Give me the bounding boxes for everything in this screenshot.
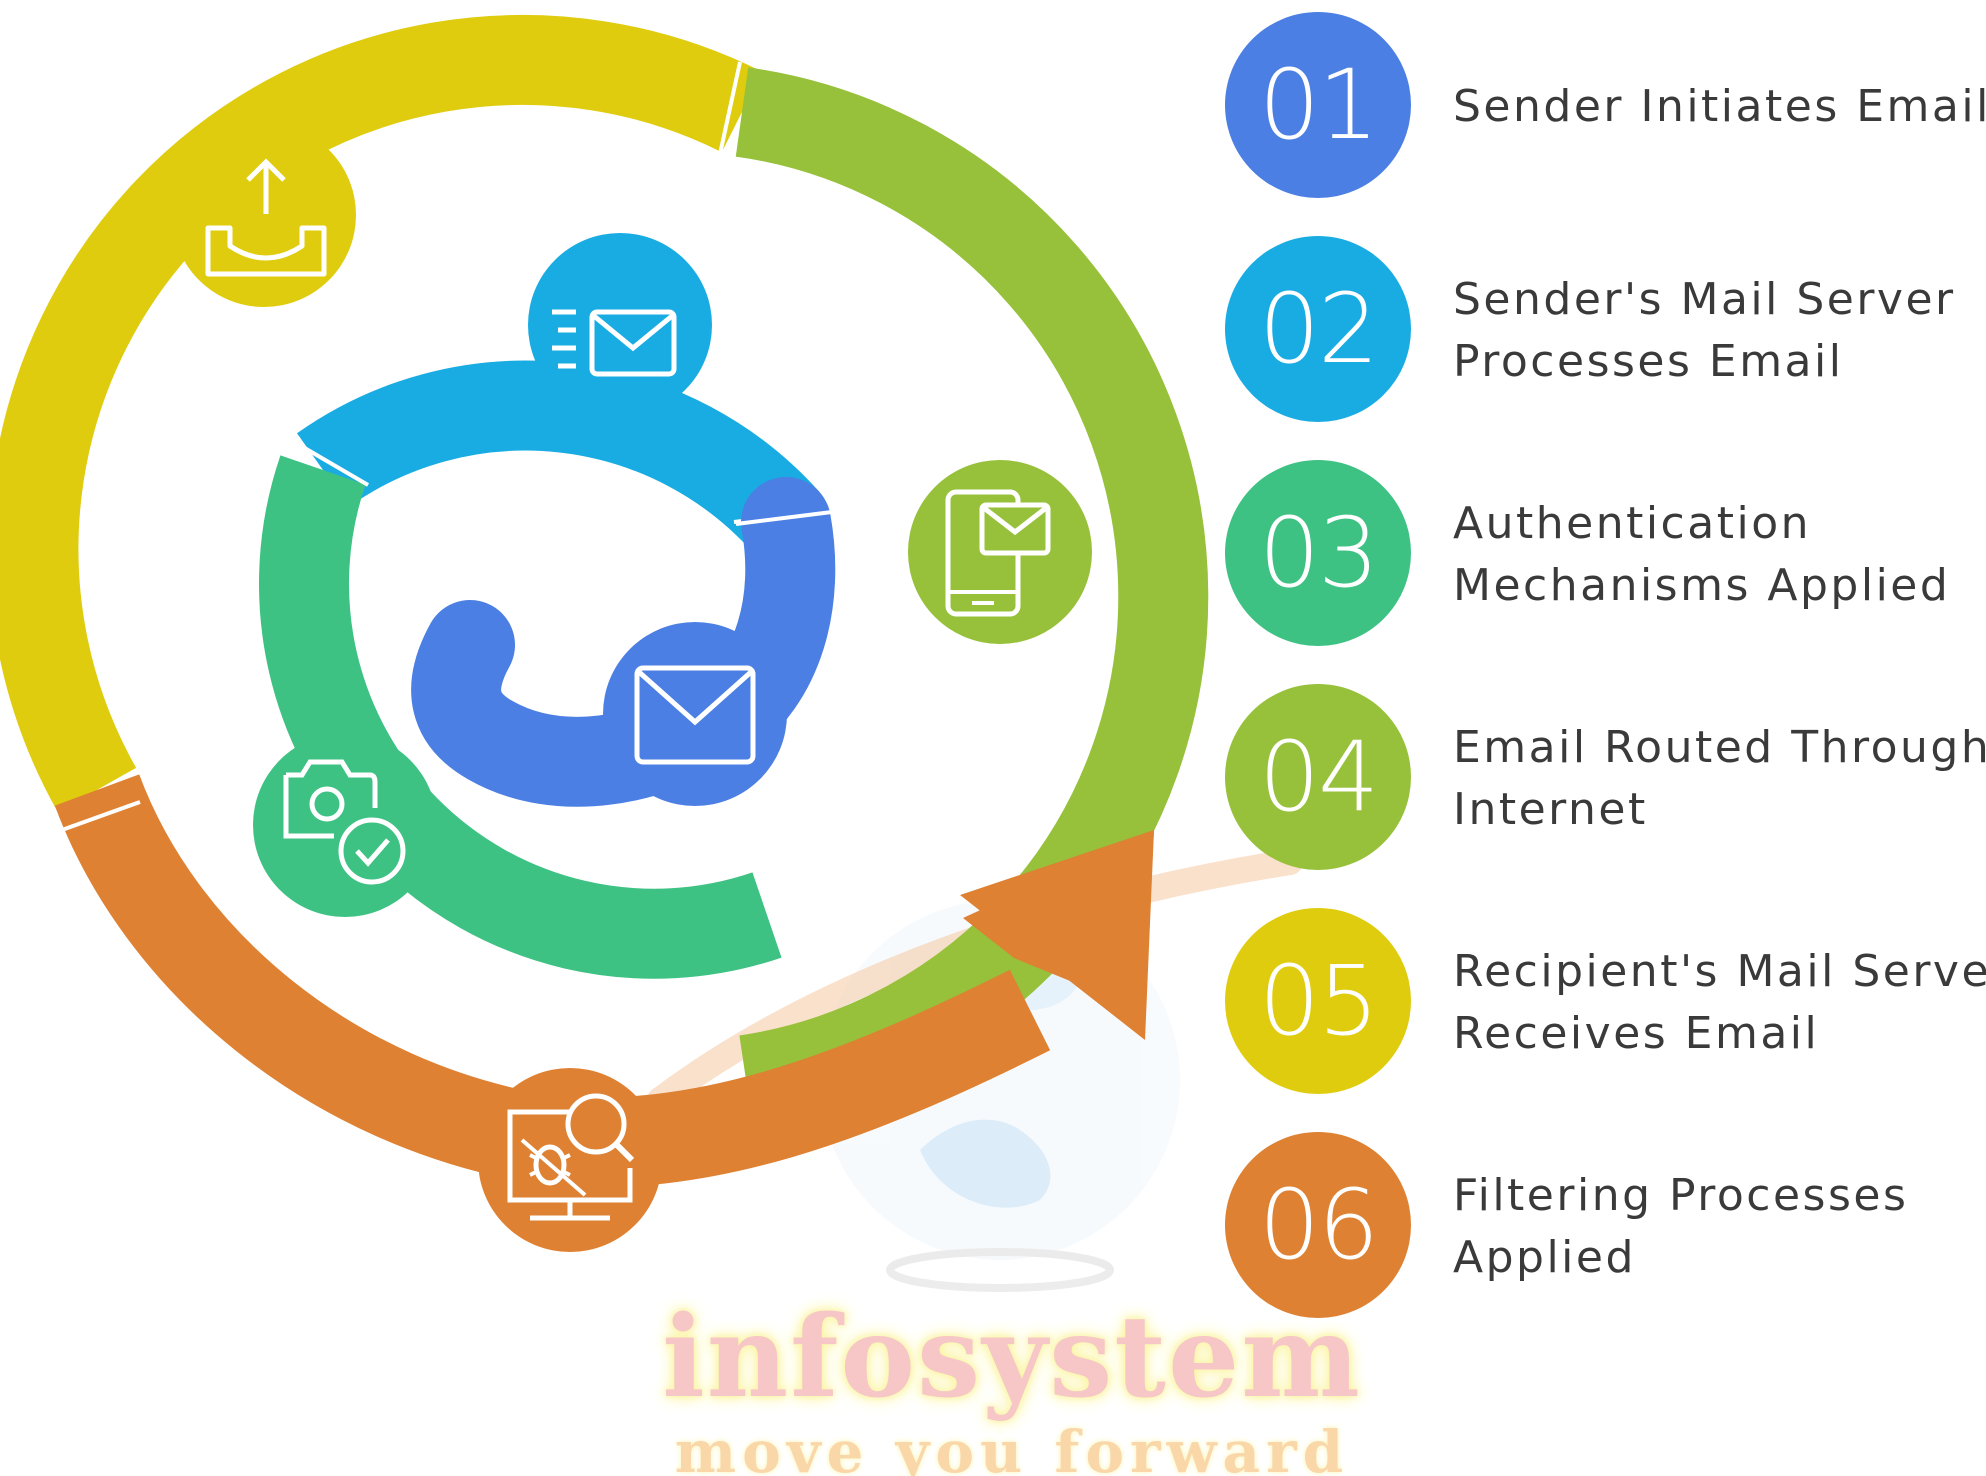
ring-separator [708, 61, 742, 201]
step-04-line-1: Email Routed Through [1453, 722, 1986, 773]
step-06: 06 Filtering Processes Applied [1225, 1132, 1965, 1322]
step-03-line-2: Mechanisms Applied [1453, 560, 1951, 611]
step-04-label: Email Routed Through Internet [1453, 717, 1986, 841]
step-05-number: 05 [1258, 945, 1379, 1057]
step-02-number: 02 [1258, 273, 1379, 385]
ring-separator [735, 510, 833, 526]
step-05-badge: 05 [1225, 908, 1411, 1094]
watermark-title: infosystem [662, 1292, 1362, 1423]
step-03-badge: 03 [1225, 460, 1411, 646]
step-03-line-1: Authentication [1453, 498, 1811, 549]
step-04-number: 04 [1258, 721, 1379, 833]
step-06-badge: 06 [1225, 1132, 1411, 1318]
step-02-line-1: Sender's Mail Server [1453, 274, 1956, 325]
orange-arrow-tip [960, 830, 1154, 1040]
step-05: 05 Recipient's Mail Server Receives Emai… [1225, 908, 1986, 1098]
step-02-line-2: Processes Email [1453, 336, 1844, 387]
fast-mail-icon [528, 233, 712, 417]
step-05-line-2: Receives Email [1453, 1008, 1820, 1059]
step-02-badge: 02 [1225, 236, 1411, 422]
step-01: 01 Sender Initiates Email [1225, 12, 1986, 202]
camera-check-icon [253, 733, 437, 917]
step-04-badge: 04 [1225, 684, 1411, 870]
step-01-label: Sender Initiates Email [1453, 76, 1986, 138]
step-02: 02 Sender's Mail Server Processes Email [1225, 236, 1965, 426]
step-06-line-2: Applied [1453, 1232, 1636, 1283]
step-02-label: Sender's Mail Server Processes Email [1453, 269, 1973, 393]
step-03-number: 03 [1258, 497, 1379, 609]
watermark-subtitle: move you forward [674, 1418, 1350, 1476]
mobile-mail-icon [908, 460, 1092, 644]
step-05-line-1: Recipient's Mail Server [1453, 946, 1986, 997]
step-06-label: Filtering Processes Applied [1453, 1165, 1973, 1289]
step-03: 03 Authentication Mechanisms Applied [1225, 460, 1965, 650]
step-06-line-1: Filtering Processes [1453, 1170, 1909, 1221]
step-03-label: Authentication Mechanisms Applied [1453, 493, 1973, 617]
step-06-number: 06 [1258, 1169, 1379, 1281]
step-05-label: Recipient's Mail Server Receives Email [1453, 941, 1986, 1065]
envelope-icon [603, 622, 787, 806]
step-01-number: 01 [1258, 49, 1379, 161]
outbox-upload-icon [172, 123, 356, 307]
ring-separator [47, 800, 141, 837]
ring-separator [282, 434, 370, 487]
step-01-badge: 01 [1225, 12, 1411, 198]
cyan-ring-segment [297, 360, 820, 553]
step-01-line-1: Sender Initiates Email [1453, 81, 1986, 132]
bug-scan-icon [478, 1068, 662, 1252]
step-04: 04 Email Routed Through Internet [1225, 684, 1986, 874]
step-04-line-2: Internet [1453, 784, 1648, 835]
yellow-ring-segment [0, 15, 763, 813]
